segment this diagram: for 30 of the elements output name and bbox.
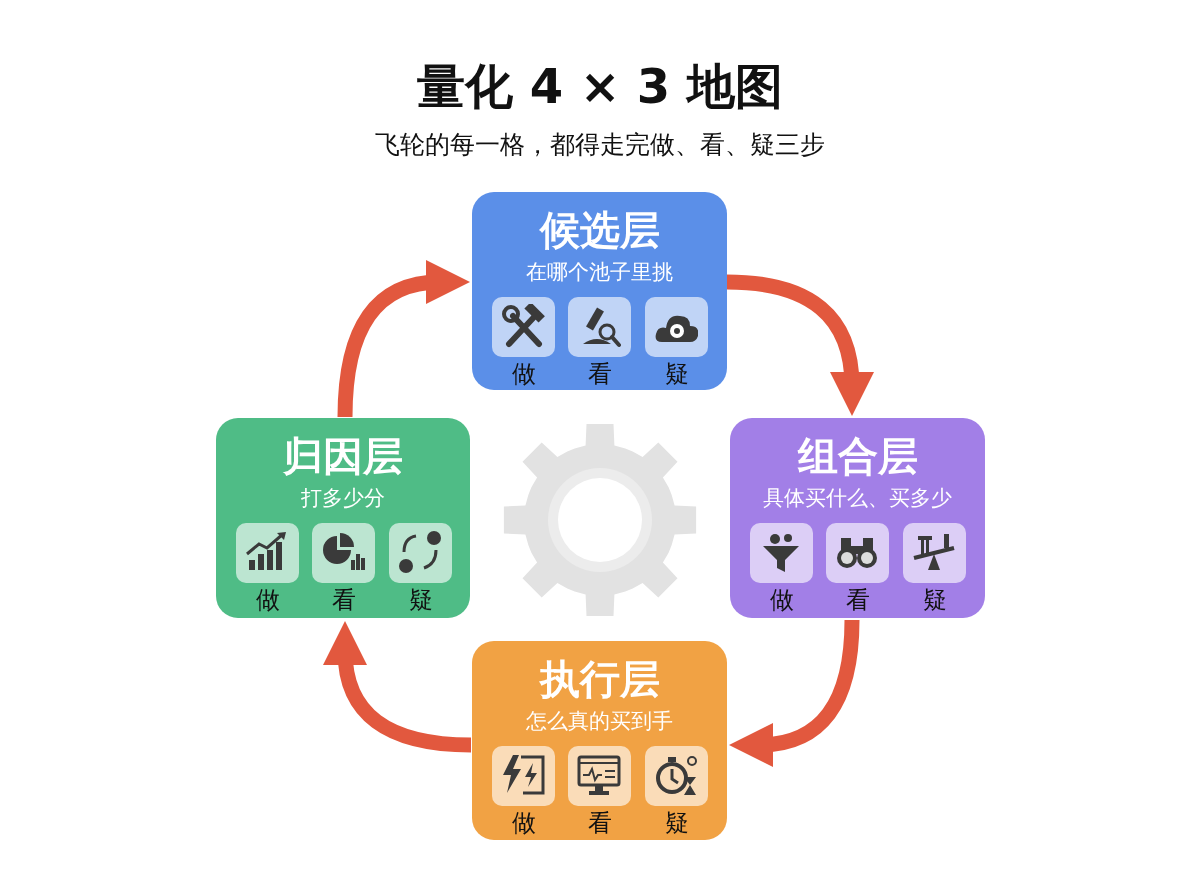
card-title: 候选层 bbox=[538, 206, 661, 254]
step-label: 疑 bbox=[407, 585, 434, 615]
step-label: 疑 bbox=[921, 585, 948, 615]
step-label: 看 bbox=[586, 808, 613, 838]
layer-card bbox=[472, 641, 727, 840]
step-label: 看 bbox=[586, 359, 613, 389]
arrow bbox=[729, 619, 860, 767]
arrow bbox=[323, 621, 472, 753]
layer-card bbox=[216, 418, 470, 618]
card-title: 组合层 bbox=[796, 432, 919, 480]
card-title: 执行层 bbox=[538, 655, 661, 703]
step-label: 看 bbox=[330, 585, 357, 615]
subtitle: 飞轮的每一格，都得走完做、看、疑三步 bbox=[374, 129, 826, 161]
arrow bbox=[726, 274, 874, 416]
layer-card bbox=[472, 192, 727, 390]
step-label: 做 bbox=[510, 359, 537, 389]
card-subtitle: 打多少分 bbox=[300, 485, 386, 512]
card-title: 归因层 bbox=[282, 432, 404, 480]
step-label: 看 bbox=[844, 585, 871, 615]
layer-card bbox=[730, 418, 985, 618]
step-label: 疑 bbox=[663, 808, 690, 838]
step-label: 做 bbox=[768, 585, 795, 615]
step-label: 做 bbox=[510, 808, 537, 838]
step-label: 做 bbox=[254, 585, 281, 615]
step-label: 疑 bbox=[663, 359, 690, 389]
arrow bbox=[337, 260, 470, 418]
card-subtitle: 在哪个池子里挑 bbox=[525, 259, 674, 286]
title: 量化 4 × 3 地图 bbox=[416, 57, 784, 116]
card-subtitle: 怎么真的买到手 bbox=[525, 708, 674, 735]
card-subtitle: 具体买什么、买多少 bbox=[762, 485, 953, 512]
